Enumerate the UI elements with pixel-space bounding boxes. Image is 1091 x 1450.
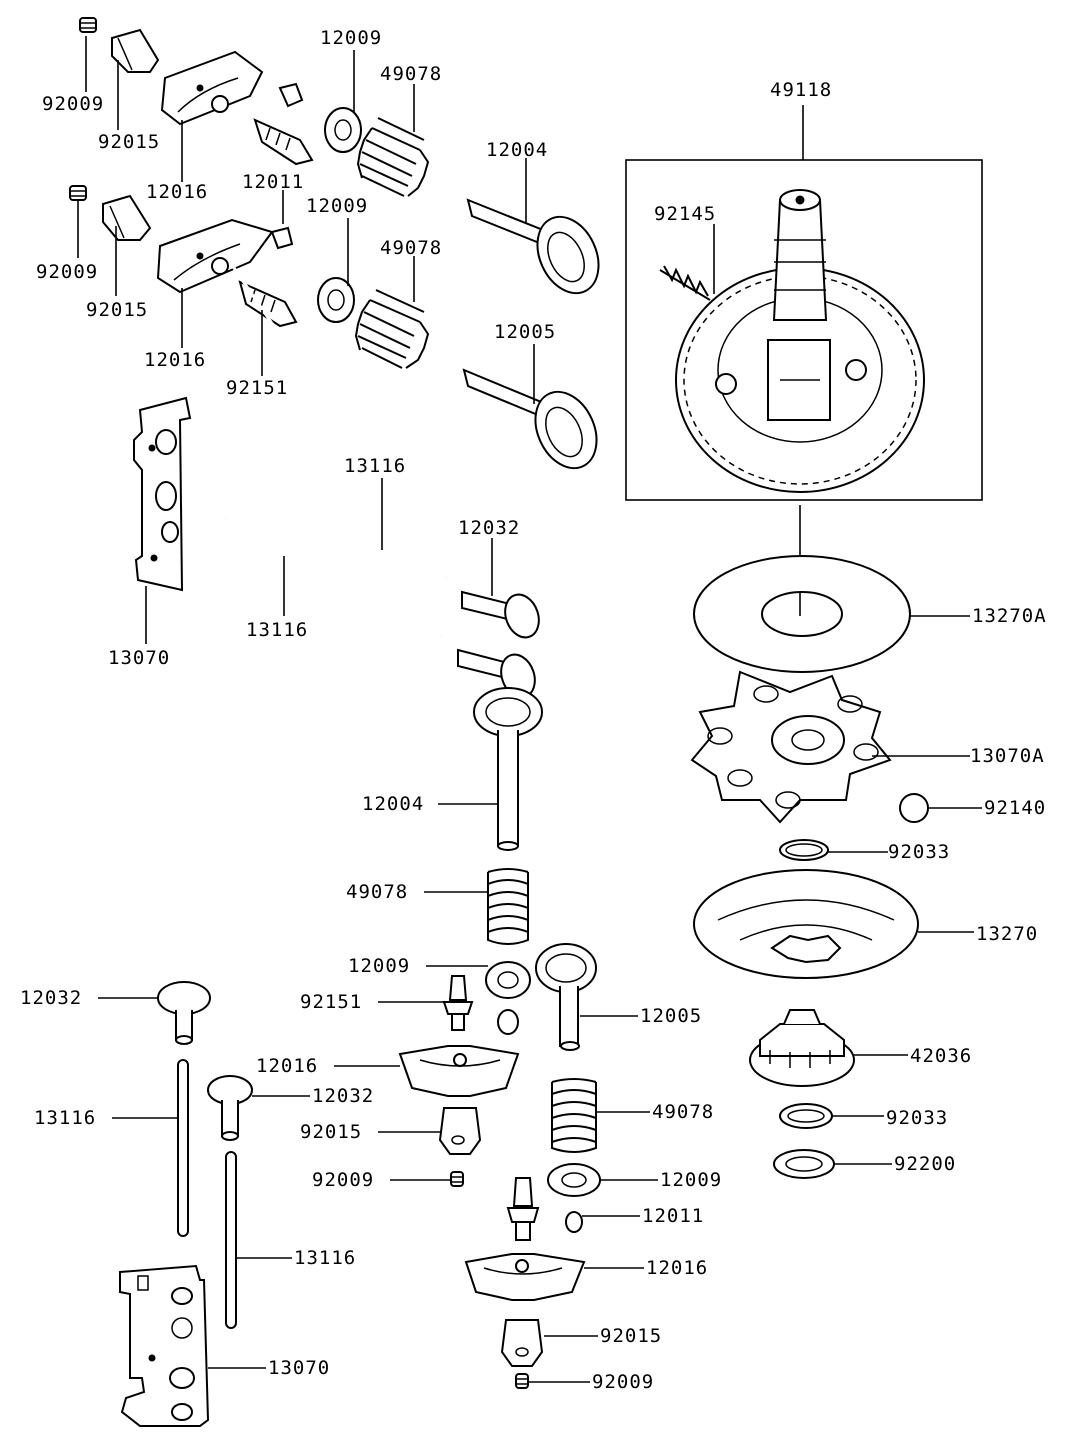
label-13070-a: 13070 xyxy=(108,647,170,669)
label-92015-b: 92015 xyxy=(86,299,148,321)
label-92015-a: 92015 xyxy=(98,131,160,153)
pivot-stud-lower xyxy=(506,1177,540,1241)
label-49118: 49118 xyxy=(770,79,832,101)
label-13116-c: 13116 xyxy=(34,1107,96,1129)
label-12016-c: 12016 xyxy=(256,1055,318,1077)
label-12011-b: 12011 xyxy=(642,1205,704,1227)
label-92200: 92200 xyxy=(894,1153,956,1175)
pivot-cap-center xyxy=(497,1009,519,1035)
camshaft-assembly-box xyxy=(625,105,983,501)
label-12032-a: 12032 xyxy=(458,517,520,539)
adjusting-nut-part xyxy=(111,28,160,73)
governor-cup-part xyxy=(693,869,919,979)
rocker-arm-lower xyxy=(464,1253,586,1301)
valve-spring-mid xyxy=(354,289,430,369)
label-12016-d: 12016 xyxy=(646,1257,708,1279)
label-92009-b: 92009 xyxy=(36,261,98,283)
push-rod-lower-mid xyxy=(225,1151,237,1329)
label-12032-b: 12032 xyxy=(20,987,82,1009)
label-13116-b: 13116 xyxy=(246,619,308,641)
rocker-assembly-upper xyxy=(79,17,314,166)
label-92015-d: 92015 xyxy=(600,1325,662,1347)
label-13270A: 13270A xyxy=(972,605,1047,627)
label-12009-d: 12009 xyxy=(660,1169,722,1191)
label-92033-b: 92033 xyxy=(886,1107,948,1129)
label-12009-b: 12009 xyxy=(306,195,368,217)
push-rod-lower-left xyxy=(177,1059,189,1237)
retainer-center-2 xyxy=(547,1163,601,1197)
valve-spring-upper xyxy=(356,117,430,197)
label-13070A: 13070A xyxy=(970,745,1045,767)
valve-part-12004-top xyxy=(466,198,600,295)
label-92009-d: 92009 xyxy=(592,1371,654,1393)
guide-plate-part-upper xyxy=(133,396,192,592)
label-13116-a: 13116 xyxy=(344,455,406,477)
tappet-lower-mid xyxy=(207,1075,253,1141)
label-12032-c: 12032 xyxy=(312,1085,374,1107)
label-12004-a: 12004 xyxy=(486,139,548,161)
thrust-washer-part xyxy=(693,555,911,673)
label-12009-c: 12009 xyxy=(348,955,410,977)
valve-retainer-upper xyxy=(324,107,362,153)
label-92033-a: 92033 xyxy=(888,841,950,863)
label-13070-b: 13070 xyxy=(268,1357,330,1379)
label-12016-a: 12016 xyxy=(146,181,208,203)
label-49078-d: 49078 xyxy=(652,1101,714,1123)
label-49078-b: 49078 xyxy=(380,237,442,259)
tappet-part-upper xyxy=(457,590,540,699)
label-42036: 42036 xyxy=(910,1045,972,1067)
adjusting-nut-lower xyxy=(500,1319,544,1367)
snap-ring-part-lower xyxy=(779,1103,833,1129)
valve-part-12005-top xyxy=(462,368,598,470)
label-12011-a: 12011 xyxy=(242,171,304,193)
label-49078-a: 49078 xyxy=(380,63,442,85)
guide-plate-part-lower xyxy=(119,1264,210,1427)
label-92151-b: 92151 xyxy=(300,991,362,1013)
label-92015-c: 92015 xyxy=(300,1121,362,1143)
set-screw-lower xyxy=(515,1373,529,1389)
valve-part-12004-center xyxy=(473,687,543,851)
set-screw-part xyxy=(79,17,97,33)
retainer-center xyxy=(485,961,531,999)
rocker-arm-part xyxy=(156,218,274,294)
push-rod-part-upper xyxy=(225,261,448,638)
pivot-stud-part xyxy=(253,118,314,166)
label-13116-d: 13116 xyxy=(294,1247,356,1269)
rocker-arm-center xyxy=(398,1045,520,1097)
label-49078-c: 49078 xyxy=(346,881,408,903)
adjusting-nut-center xyxy=(438,1107,482,1155)
steel-ball-part xyxy=(899,793,929,823)
valve-spring-center-2 xyxy=(551,1078,597,1153)
label-92009-c: 92009 xyxy=(312,1169,374,1191)
label-12005-b: 12005 xyxy=(640,1005,702,1027)
valve-retainer-mid xyxy=(317,277,355,323)
label-92140: 92140 xyxy=(984,797,1046,819)
rocker-assembly-lower xyxy=(69,185,298,328)
label-92151-a: 92151 xyxy=(226,377,288,399)
pivot-cap-center-2 xyxy=(565,1211,583,1233)
part-labels: 92009 92015 12016 12009 49078 12011 1200… xyxy=(20,27,1047,1393)
set-screw-part xyxy=(69,185,87,201)
label-92145: 92145 xyxy=(654,203,716,225)
adjusting-nut-part xyxy=(102,194,152,241)
tappet-lower-left xyxy=(157,981,211,1045)
label-12009-a: 12009 xyxy=(320,27,382,49)
label-92009-a: 92009 xyxy=(42,93,104,115)
label-12004-b: 12004 xyxy=(362,793,424,815)
pivot-stud-center xyxy=(442,975,474,1031)
label-12005-a: 12005 xyxy=(494,321,556,343)
set-screw-center xyxy=(450,1171,464,1187)
snap-ring-part-upper xyxy=(779,839,829,861)
label-13270: 13270 xyxy=(976,923,1038,945)
valve-spring-center xyxy=(487,868,529,945)
valve-part-12005-center xyxy=(535,943,597,1051)
governor-flyweight-holder-part xyxy=(690,670,892,824)
leader-lines xyxy=(77,36,982,1383)
rocker-arm-part xyxy=(160,50,264,126)
washer-part-92200 xyxy=(773,1149,835,1179)
governor-gear-part xyxy=(749,1009,855,1087)
label-12016-b: 12016 xyxy=(144,349,206,371)
